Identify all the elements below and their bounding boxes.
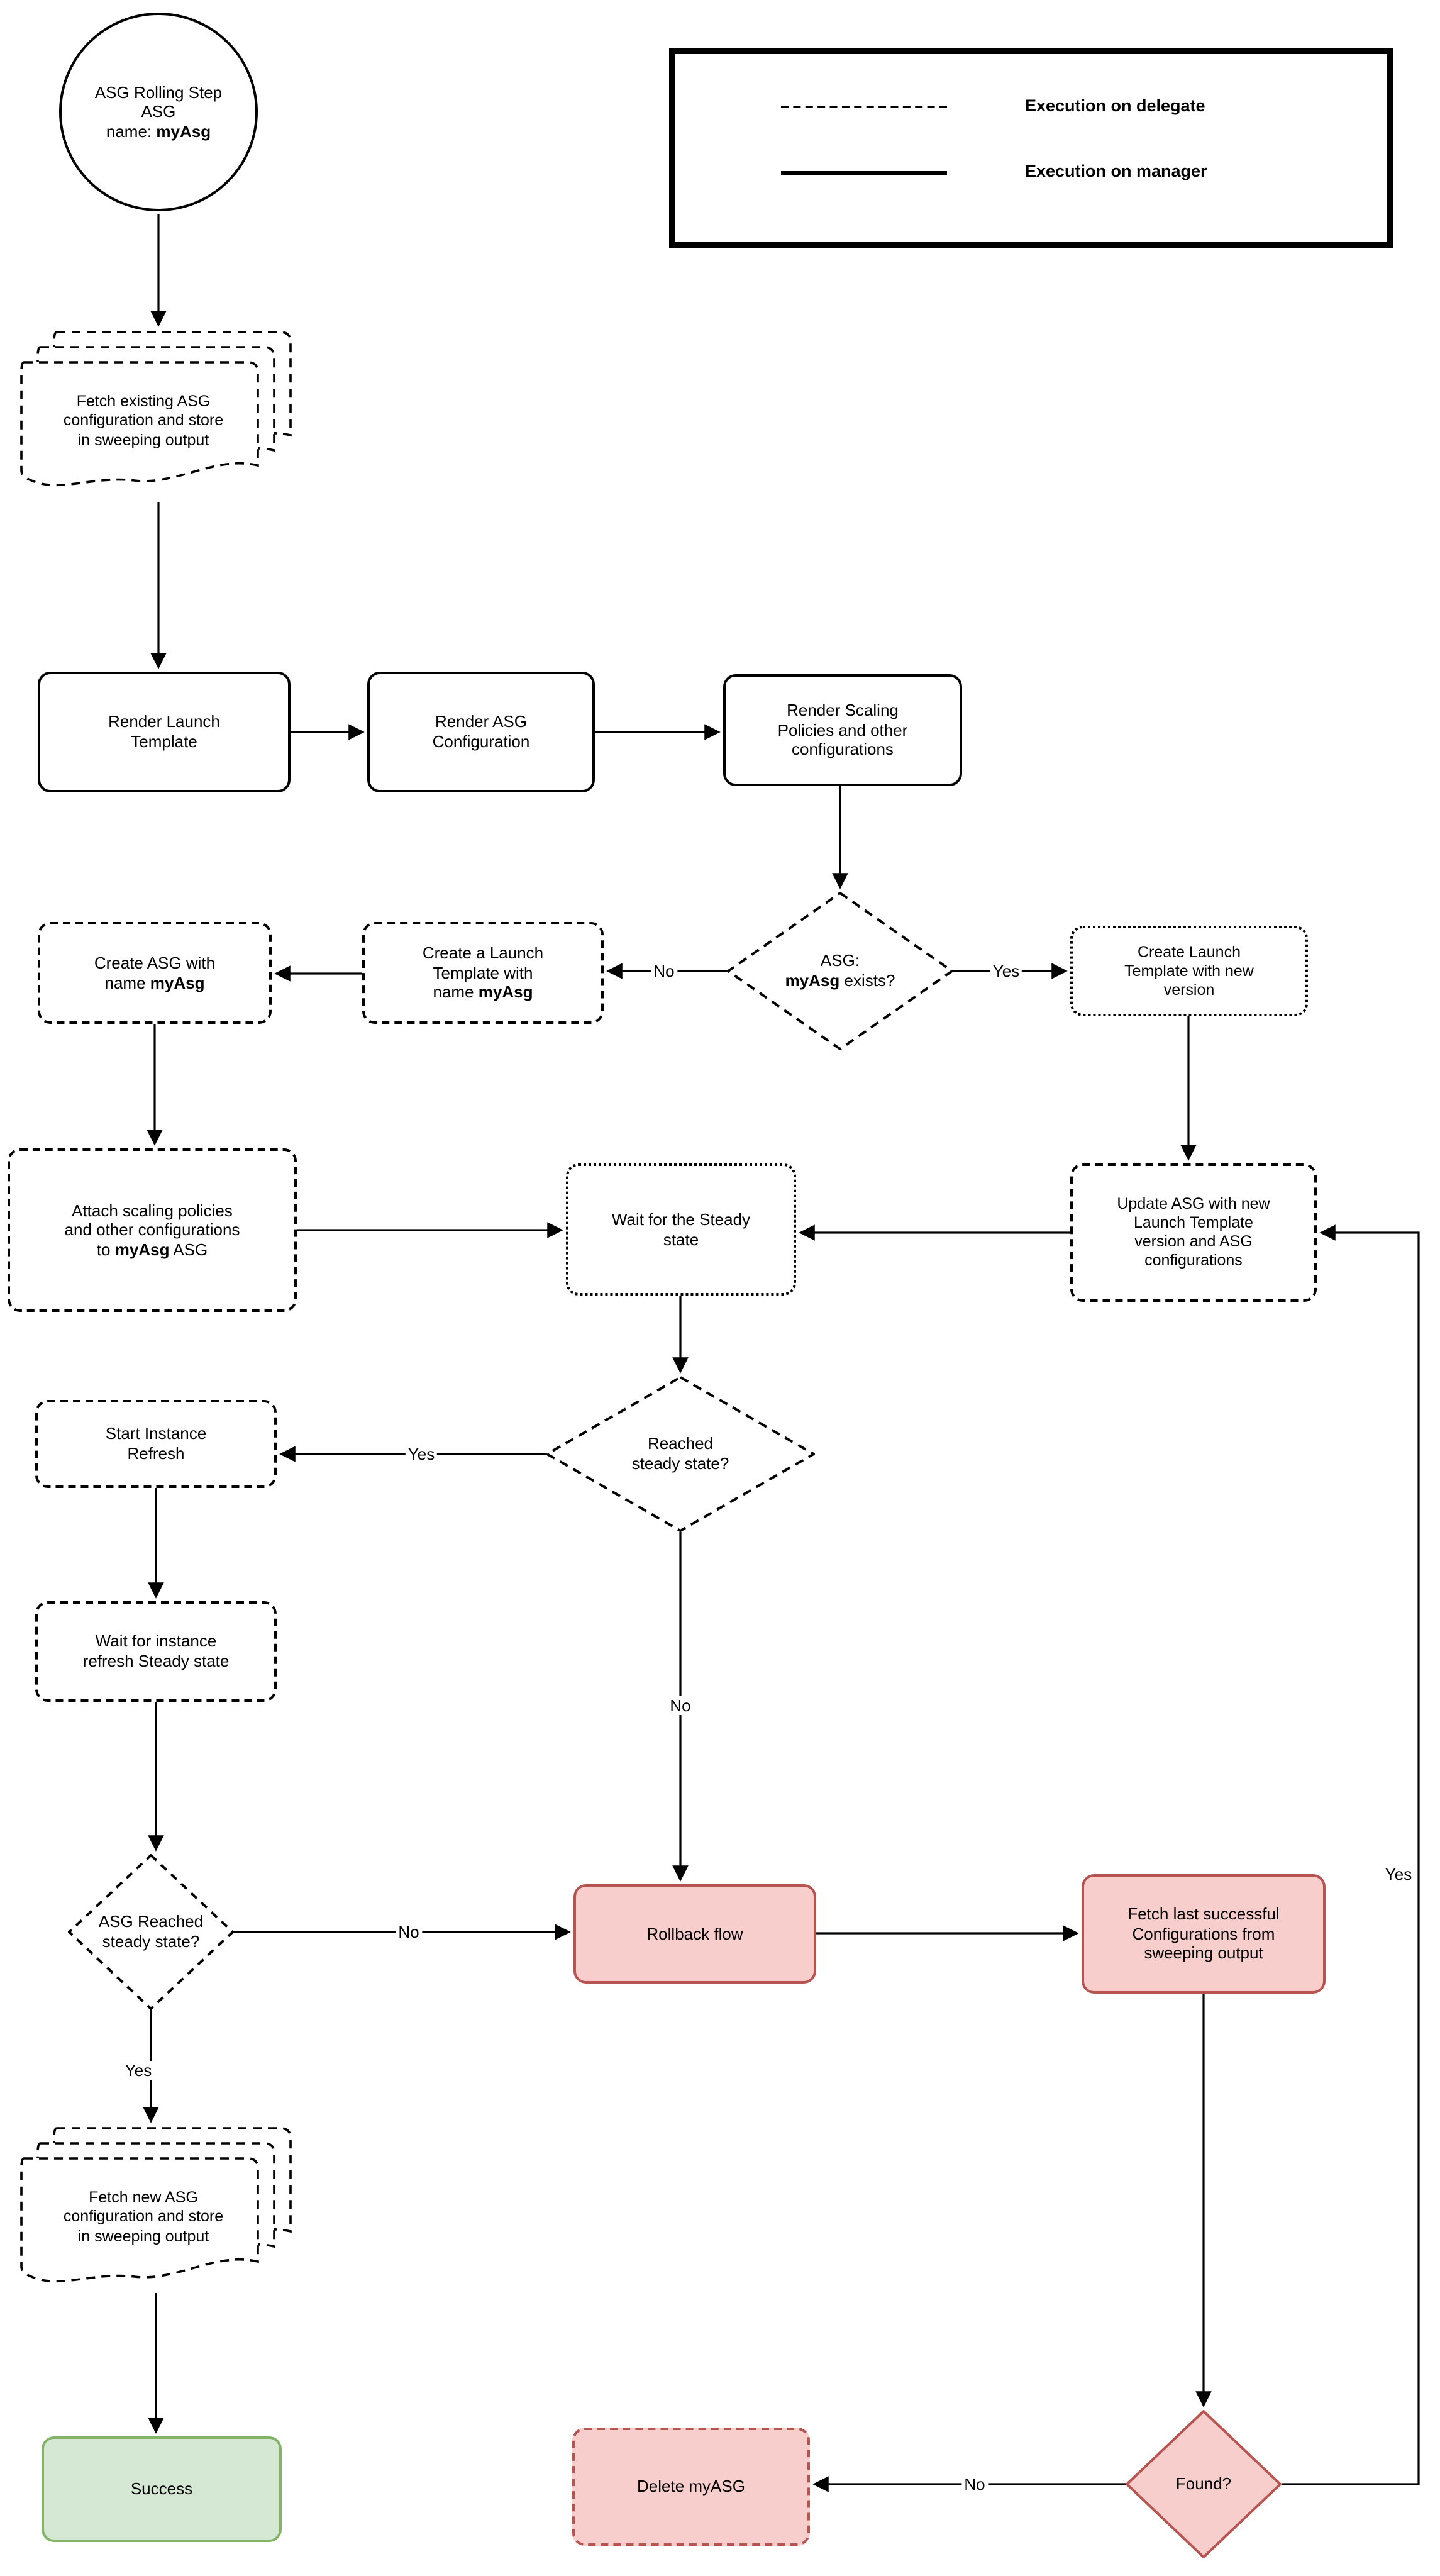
node-render-launch-template: Render Launch Template [38, 672, 291, 792]
decision-diamond-shape [727, 892, 953, 1050]
node-update-asg: Update ASG with new Launch Template vers… [1070, 1163, 1317, 1302]
decision-diamond-shape [1126, 2410, 1282, 2558]
reached-steady-label: Reached steady state? [631, 1434, 729, 1473]
solid-line-sample [781, 171, 947, 175]
decision-diamond-shape [546, 1376, 815, 1532]
legend-box: Execution on delegate Execution on manag… [669, 48, 1393, 248]
node-render-asg-configuration: Render ASG Configuration [367, 672, 595, 792]
node-create-lt-new-version: Create Launch Template with new version [1070, 926, 1308, 1016]
node-fetch-new-config: Fetch new ASG configuration and store in… [11, 2126, 302, 2293]
edge-label-found-yes: Yes [1382, 1865, 1415, 1884]
node-reached-steady-decision: Reached steady state? [546, 1376, 815, 1532]
node-asg-exists-decision: ASG: myAsg exists? [727, 892, 953, 1050]
fetch-new-label: Fetch new ASG configuration and store in… [63, 2188, 224, 2245]
node-start-circle: ASG Rolling Step ASG name: myAsg [59, 13, 258, 211]
asg-exists-label: ASG: myAsg exists? [785, 951, 895, 990]
decision-diamond-shape [68, 1854, 234, 2010]
legend-label-delegate: Execution on delegate [1025, 96, 1205, 115]
found-label: Found? [1175, 2474, 1232, 2494]
multi-document-shape [20, 331, 292, 487]
dashed-line-sample [781, 106, 947, 108]
node-rollback-flow: Rollback flow [573, 1884, 816, 1984]
node-success: Success [42, 2436, 282, 2542]
edge-label-exists-no: No [651, 962, 677, 980]
node-delete-myasg: Delete myASG [572, 2428, 810, 2546]
node-wait-steady-state: Wait for the Steady state [566, 1163, 796, 1296]
node-found-decision: Found? [1126, 2410, 1282, 2558]
node-attach-scaling-policies: Attach scaling policies and other config… [8, 1148, 297, 1312]
multi-document-shape [20, 2127, 292, 2283]
node-render-scaling-policies: Render Scaling Policies and other config… [723, 674, 962, 786]
edge-label-reached-yes: Yes [405, 1445, 438, 1463]
edge-label-asgreached-no: No [396, 1923, 422, 1941]
node-fetch-last-config: Fetch last successful Configurations fro… [1082, 1874, 1326, 1994]
node-create-asg: Create ASG with name myAsg [38, 922, 272, 1024]
fetch-existing-label: Fetch existing ASG configuration and sto… [63, 392, 224, 449]
edge-label-exists-yes: Yes [990, 962, 1022, 980]
legend-label-manager: Execution on manager [1025, 162, 1207, 180]
asg-reached-steady-label: ASG Reached steady state? [98, 1912, 204, 1951]
start-circle-label: ASG Rolling Step ASG name: myAsg [94, 82, 223, 141]
edge-label-asgreached-yes: Yes [122, 2061, 155, 2080]
node-create-launch-template: Create a Launch Template with name myAsg [362, 922, 604, 1024]
node-asg-reached-steady-decision: ASG Reached steady state? [68, 1854, 234, 2010]
node-wait-instance-refresh: Wait for instance refresh Steady state [35, 1601, 277, 1702]
edge-found-yes [1282, 1224, 1420, 2485]
node-fetch-existing-config: Fetch existing ASG configuration and sto… [11, 330, 302, 497]
node-start-instance-refresh: Start Instance Refresh [35, 1400, 277, 1488]
edge-label-found-no: No [961, 2475, 988, 2494]
edge-label-reached-no: No [667, 1696, 694, 1715]
